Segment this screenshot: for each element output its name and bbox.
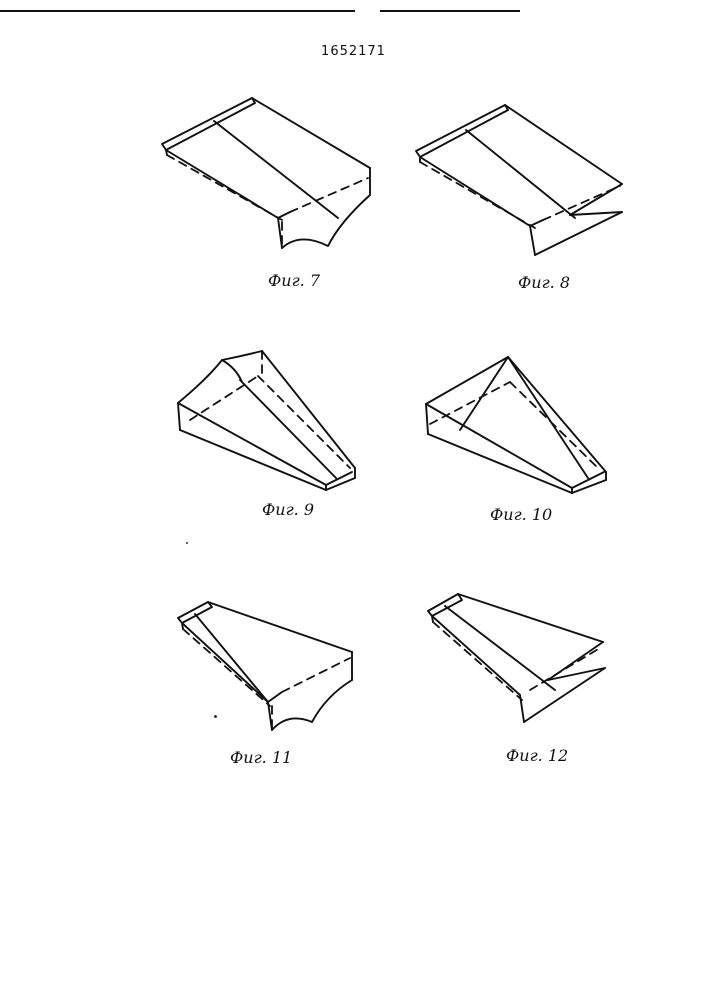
figure-12-caption: Фиг. 12 — [506, 746, 568, 765]
scan-speck — [186, 542, 188, 544]
scan-speck — [214, 715, 217, 718]
figure-9-caption: Фиг. 9 — [262, 500, 314, 519]
figure-8-caption: Фиг. 8 — [518, 273, 570, 292]
figure-11-caption: Фиг. 11 — [230, 748, 292, 767]
figure-10-caption: Фиг. 10 — [490, 505, 552, 524]
figure-8-drawing — [416, 105, 622, 255]
figure-12-drawing — [428, 594, 605, 722]
figure-10-drawing — [426, 357, 606, 493]
figure-7-drawing — [162, 98, 370, 248]
figure-9-drawing — [178, 351, 355, 490]
figure-7-caption: Фиг. 7 — [268, 271, 320, 290]
figure-11-drawing — [178, 602, 352, 730]
